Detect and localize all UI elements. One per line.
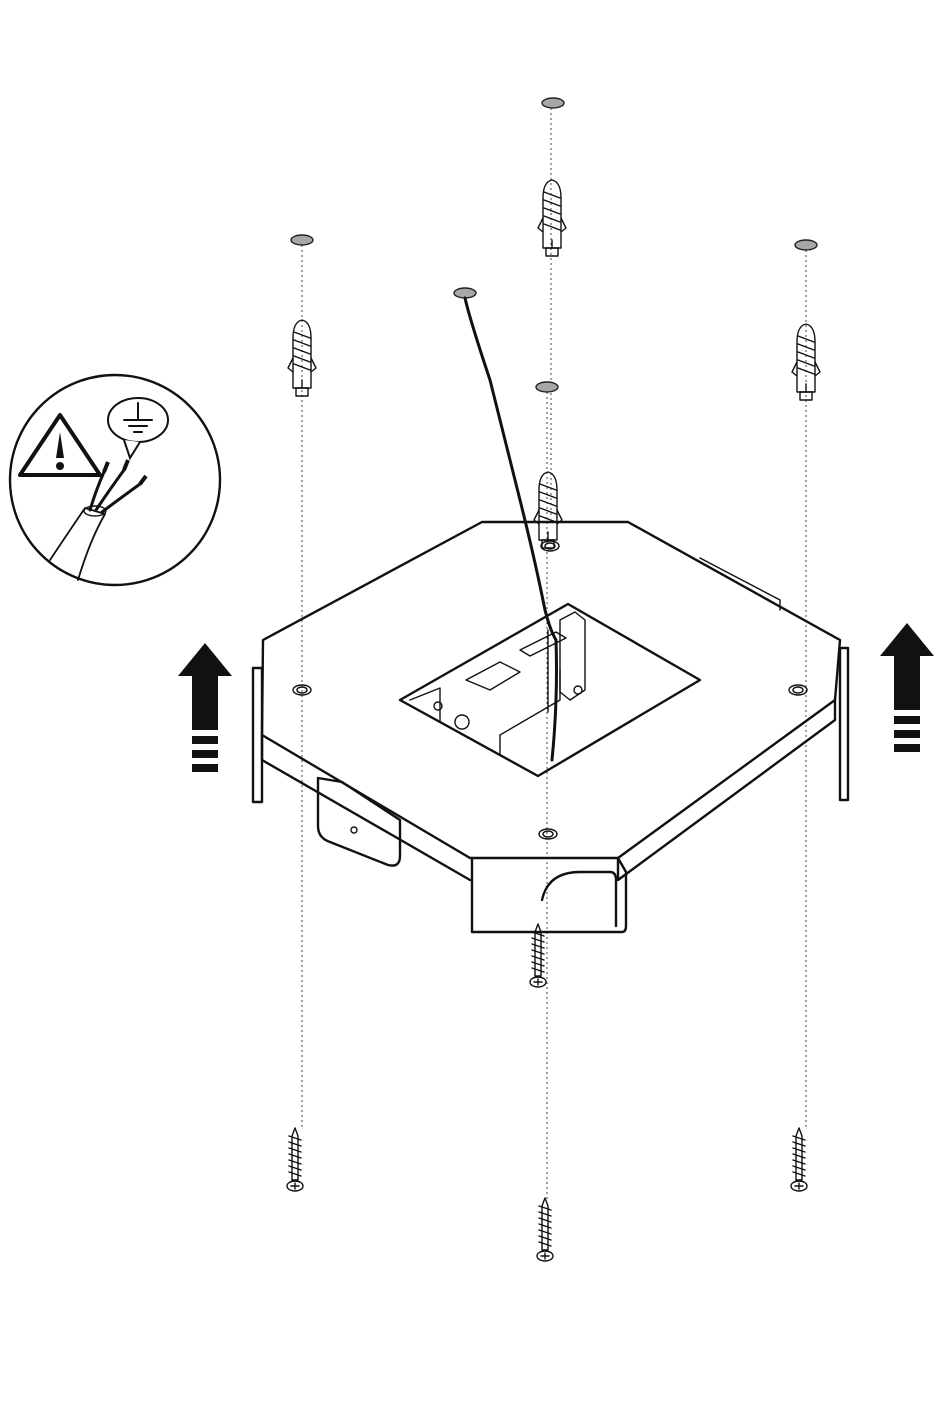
drill-hole <box>291 235 313 245</box>
screw <box>287 1128 303 1191</box>
up-arrow-icon <box>880 623 934 752</box>
wall-plug <box>538 180 566 256</box>
wall-plugs <box>288 180 820 548</box>
screw <box>791 1128 807 1191</box>
alignment-guides <box>302 108 806 1205</box>
drill-holes <box>291 98 817 392</box>
drill-hole <box>536 382 558 392</box>
screw <box>537 1198 553 1261</box>
earth-warning-callout <box>10 375 220 585</box>
screw <box>530 924 546 987</box>
drill-hole <box>542 98 564 108</box>
up-arrow-icon <box>178 643 232 772</box>
drill-hole <box>795 240 817 250</box>
cable <box>465 298 556 640</box>
wall-plug <box>534 472 562 548</box>
mounting-plate <box>253 522 848 932</box>
